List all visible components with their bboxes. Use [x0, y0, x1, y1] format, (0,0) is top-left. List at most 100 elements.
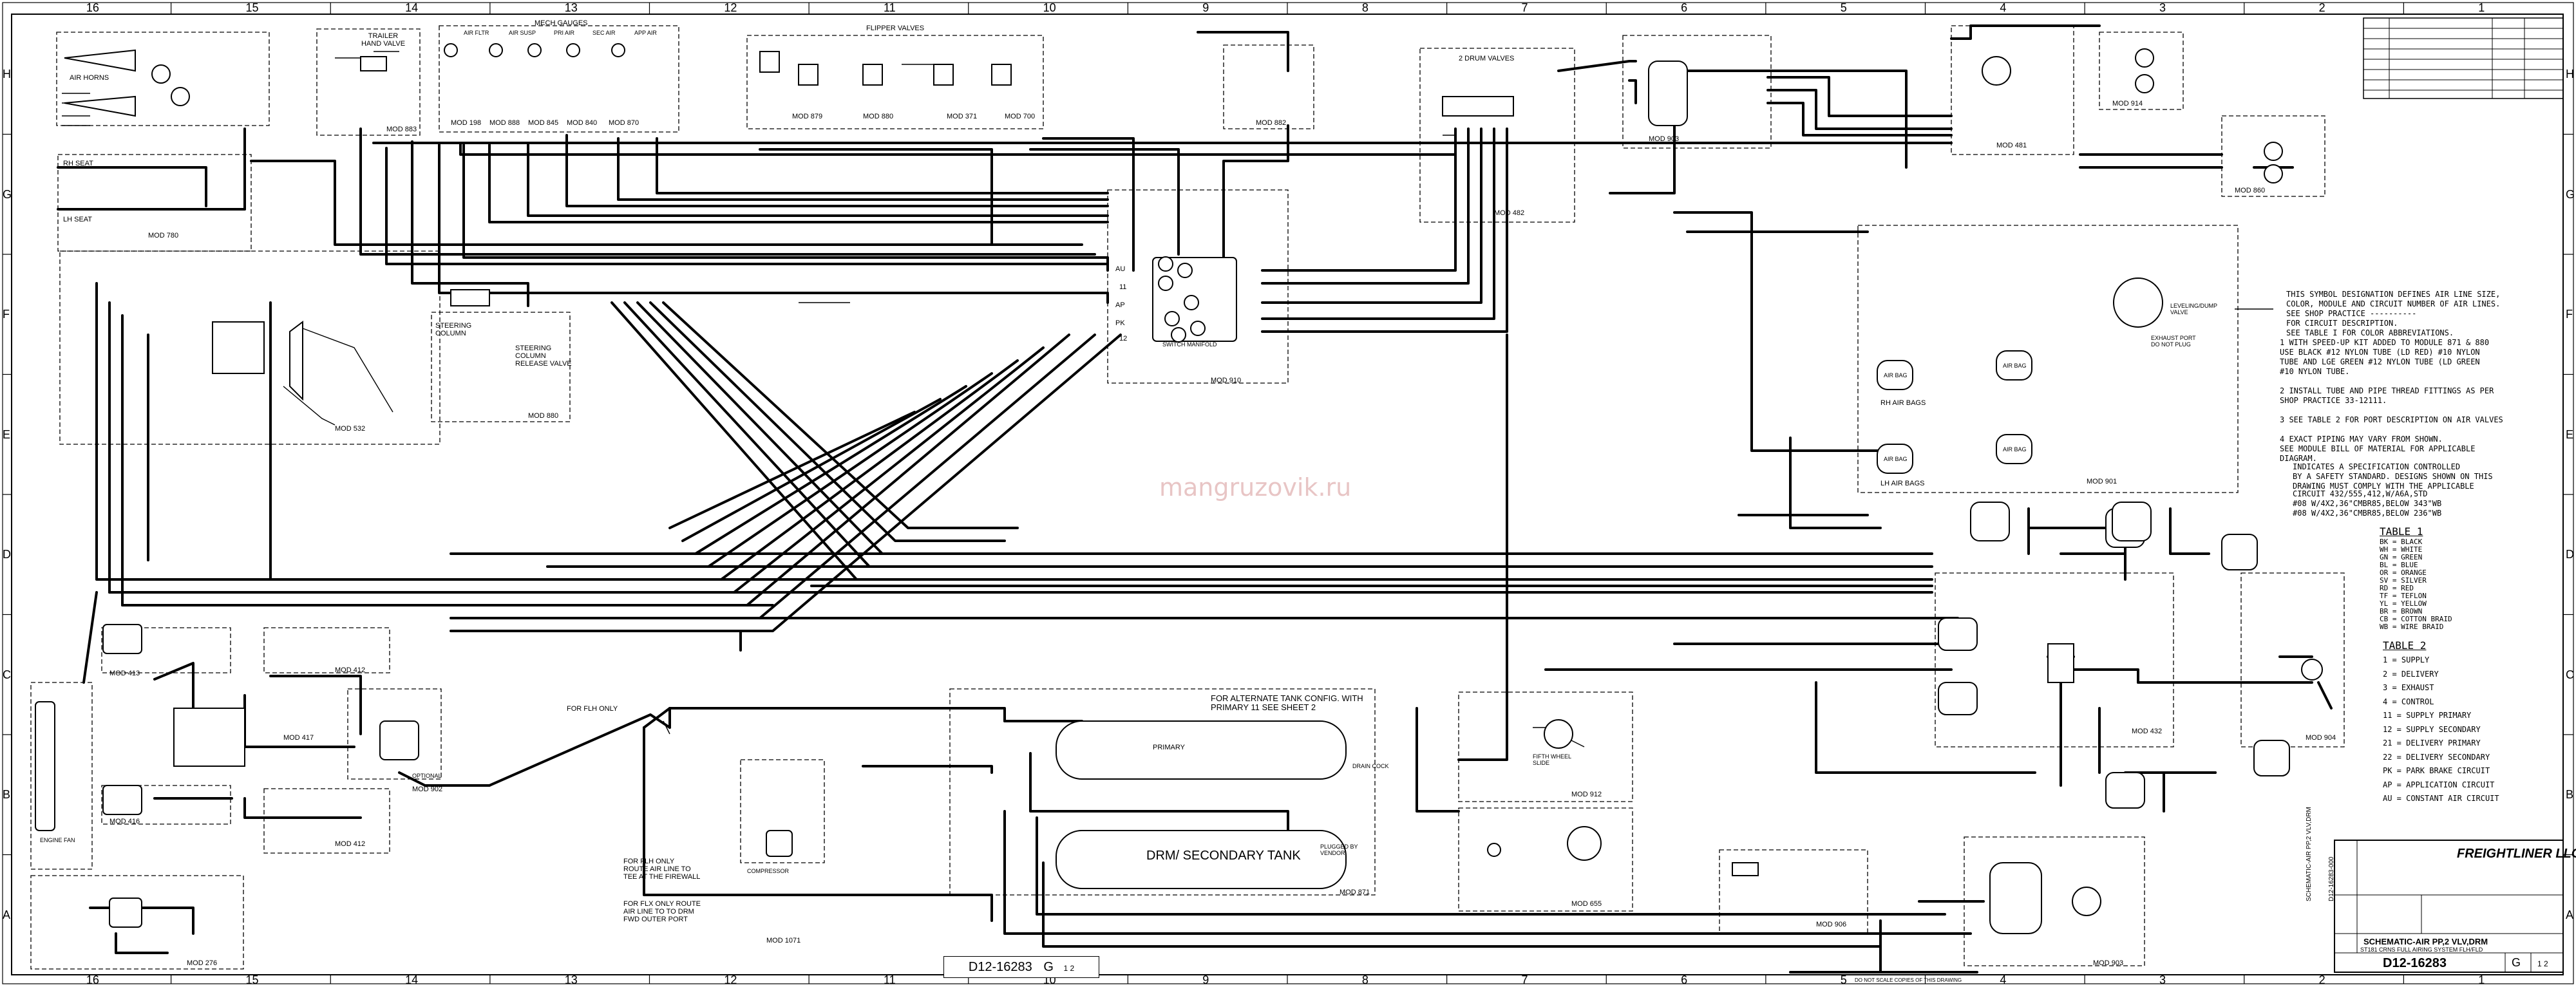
- title-block-lines: [2334, 17, 2564, 973]
- zone-column-label: 1: [2478, 1, 2485, 14]
- zone-column-label: 2: [2318, 973, 2325, 986]
- zone-row-label: A: [2566, 908, 2574, 921]
- table-1-row: BR = BROWN: [2380, 607, 2423, 616]
- note-line: [2280, 425, 2503, 435]
- zone-column-label: 8: [1361, 973, 1368, 986]
- lh-air-bags-label: LH AIR BAGS: [1880, 480, 1925, 487]
- air-horns-label: AIR HORNS: [70, 74, 109, 82]
- flh-route-note: FOR FLH ONLY ROUTE AIR LINE TO TEE AT TH…: [623, 858, 701, 881]
- note-line: FOR CIRCUIT DESCRIPTION.: [2286, 319, 2398, 328]
- gauge-label-air-fltr: AIR FLTR: [464, 30, 489, 36]
- module-label: MOD 416: [109, 818, 140, 825]
- module-label: MOD 860: [2235, 187, 2266, 194]
- drawing-subtitle: ST181 CRNS FULL AIRING SYSTEM FLH/FLD: [2360, 946, 2483, 953]
- flipper-valves-label: FLIPPER VALVES: [866, 24, 925, 32]
- zone-column-label: 3: [2159, 973, 2166, 986]
- table-1-row: RD = RED: [2380, 584, 2414, 592]
- table-2-row: 21 = DELIVERY PRIMARY: [2383, 738, 2481, 747]
- optional-label: OPTIONAL: [412, 773, 442, 779]
- gauge-icon: [611, 43, 625, 57]
- air-horn-icon: [64, 95, 136, 117]
- zone-column-label: 15: [245, 1, 259, 14]
- table-2-row: 2 = DELIVERY: [2383, 669, 2439, 679]
- flipper-valve-icon: [798, 64, 819, 86]
- side-number: D12-16283-000: [2328, 856, 2335, 902]
- zone-column-label: 5: [1840, 1, 1847, 14]
- note-line: CIRCUIT 432/555,412,W/A6A,STD: [2293, 489, 2428, 498]
- module-label: MOD 903: [2093, 959, 2124, 967]
- zone-row-label: C: [3, 668, 11, 681]
- note-line: 2 INSTALL TUBE AND PIPE THREAD FITTINGS …: [2280, 386, 2494, 395]
- module-label: MOD 912: [1571, 791, 1602, 798]
- symbol-definition-note: THIS SYMBOL DESIGNATION DEFINES AIR LINE…: [2286, 290, 2500, 338]
- module-label: MOD 904: [2306, 734, 2336, 742]
- zone-row-label: F: [3, 308, 10, 321]
- zone-column-label: 9: [1202, 973, 1209, 986]
- module-label: MOD 532: [335, 425, 366, 433]
- module-label: MOD 870: [609, 119, 639, 127]
- footer-drawing-sheet: 1 2: [1063, 964, 1075, 973]
- zone-row-label: E: [2566, 428, 2574, 441]
- valve-icon: [2047, 643, 2074, 683]
- zone-column-label: 4: [2000, 973, 2007, 986]
- table-2-row: AU = CONSTANT AIR CIRCUIT: [2383, 794, 2499, 803]
- note-line: #08 W/4X2,36"CMBR85,BELOW 343"WB: [2293, 499, 2442, 508]
- table-2-row: 12 = SUPPLY SECONDARY: [2383, 724, 2481, 734]
- valve-icon: [173, 708, 245, 767]
- note-line: #10 NYLON TUBE.: [2280, 367, 2350, 376]
- module-label: MOD 1071: [766, 937, 801, 945]
- zone-column-label: 9: [1202, 1, 1209, 14]
- table-1-row: SV = SILVER: [2380, 576, 2427, 585]
- air-bag-icon: [1996, 434, 2032, 464]
- zone-row-label: E: [3, 428, 11, 441]
- note-line: INDICATES A SPECIFICATION CONTROLLED: [2293, 462, 2461, 471]
- module-label: MOD 482: [1494, 209, 1525, 217]
- flipper-valve-icon: [933, 64, 954, 86]
- footer-drawing-rev: G: [1043, 960, 1054, 974]
- table-2-row: 11 = SUPPLY PRIMARY: [2383, 711, 2472, 720]
- note-line: THIS SYMBOL DESIGNATION DEFINES AIR LINE…: [2286, 290, 2501, 299]
- lh-seat-label: LH SEAT: [63, 216, 93, 223]
- circuit-note: CIRCUIT 432/555,412,W/A6A,STD #08 W/4X2,…: [2293, 489, 2441, 518]
- components: [35, 43, 2323, 934]
- zone-column-label: 11: [883, 973, 896, 986]
- note-line: TUBE AND LGE GREEN #12 NYLON TUBE (LD GR…: [2280, 357, 2480, 366]
- module-label: MOD 914: [2112, 100, 2143, 108]
- zone-row-label: H: [3, 68, 11, 81]
- table-2-row: 22 = DELIVERY SECONDARY: [2383, 752, 2490, 762]
- table-1-row: BL = BLUE: [2380, 561, 2418, 569]
- primary-tank-icon: [1056, 720, 1347, 780]
- manifold-port-ap: AP: [1115, 301, 1125, 309]
- manifold-port-12: 12: [1119, 335, 1128, 343]
- zone-column-label: 10: [1043, 1, 1056, 14]
- table-2-row: 1 = SUPPLY: [2383, 655, 2430, 664]
- module-label: MOD 906: [1816, 921, 1847, 928]
- module-label: MOD 910: [1211, 377, 1242, 384]
- module-label: MOD 198: [451, 119, 482, 127]
- module-label: MOD 412: [335, 666, 366, 674]
- valve-icon: [1982, 56, 2011, 86]
- module-label: MOD 655: [1571, 900, 1602, 908]
- footer-drawing-box: D12-16283 G 1 2: [943, 956, 1099, 978]
- module-boxes: [30, 25, 2345, 970]
- compressor-label: COMPRESSOR: [747, 868, 790, 874]
- rh-air-bags-label: RH AIR BAGS: [1880, 399, 1926, 407]
- table-2-row: 3 = EXHAUST: [2383, 683, 2434, 692]
- engine-fan-icon: [35, 701, 55, 831]
- rh-seat-label: RH SEAT: [63, 160, 93, 167]
- table-1-row: TF = TEFLON: [2380, 592, 2427, 600]
- brake-chamber-icon: [1970, 502, 2010, 541]
- zone-row-label: A: [3, 908, 11, 921]
- gauge-icon: [489, 43, 503, 57]
- table-2-row: PK = PARK BRAKE CIRCUIT: [2383, 766, 2490, 775]
- module-label: MOD 901: [2087, 478, 2117, 485]
- steering-valve-icon: [450, 289, 490, 306]
- zone-row-label: D: [3, 548, 11, 561]
- module-label: MOD 882: [1256, 119, 1287, 127]
- gauge-label-air-susp: AIR SUSP: [509, 30, 536, 36]
- note-line: SEE TABLE I FOR COLOR ABBREVIATIONS.: [2286, 328, 2454, 337]
- flipper-valve-icon: [862, 64, 883, 86]
- zone-row-label: H: [2566, 68, 2574, 81]
- zone-column-label: 13: [564, 1, 578, 14]
- zone-column-label: 16: [86, 973, 99, 986]
